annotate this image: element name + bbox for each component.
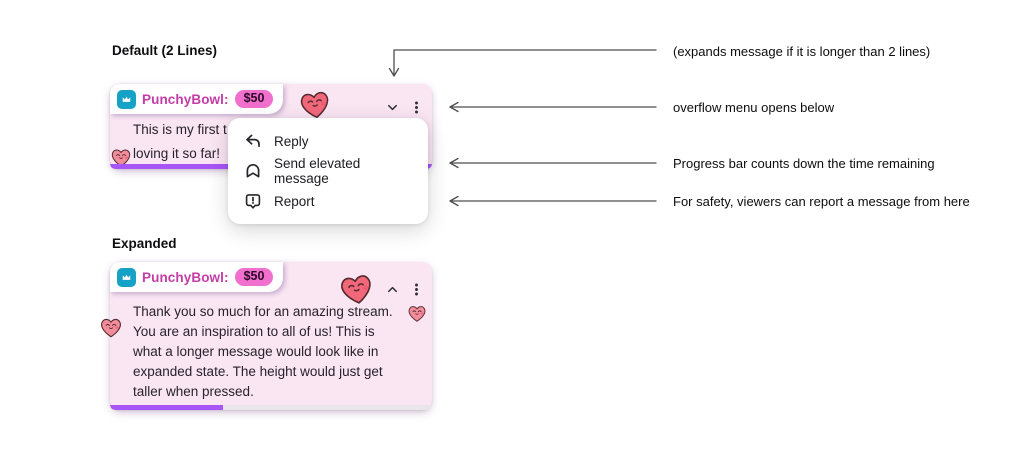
reply-icon <box>246 134 260 148</box>
chevron-up-icon <box>387 286 397 292</box>
overflow-menu: Reply Send elevated message Report <box>228 118 428 224</box>
amount-badge: $50 <box>234 267 274 287</box>
overflow-menu-button[interactable] <box>406 97 426 117</box>
section-title-expanded: Expanded <box>112 236 177 251</box>
message-text: This is my first t loving it so far! <box>133 122 227 161</box>
progress-bar-fill <box>110 405 223 410</box>
annotation-overflow-note: overflow menu opens below <box>673 100 835 115</box>
heart-sticker-icon <box>101 318 121 338</box>
section-title-default: Default (2 Lines) <box>112 43 218 58</box>
menu-item-label: Reply <box>274 133 309 149</box>
report-icon <box>245 194 261 209</box>
kebab-menu-icon <box>414 101 418 113</box>
sender-chip: PunchyBowl: $50 <box>110 262 283 292</box>
sender-name: PunchyBowl: <box>142 91 229 107</box>
sender-chip: PunchyBowl: $50 <box>110 84 283 114</box>
sender-name: PunchyBowl: <box>142 269 229 285</box>
elevated-crown-icon <box>117 267 136 287</box>
crown-outline-icon <box>246 163 260 178</box>
menu-item-label: Report <box>274 193 315 209</box>
heart-sticker-icon <box>408 306 426 322</box>
annotation-expand-note: (expands message if it is longer than 2 … <box>673 44 931 59</box>
elevated-crown-icon <box>117 89 136 109</box>
menu-item-send-elevated[interactable]: Send elevated message <box>228 156 428 186</box>
elevated-message-card-expanded: PunchyBowl: $50 Thank you so much for an… <box>101 262 432 410</box>
overflow-menu-button[interactable] <box>406 279 426 299</box>
chevron-down-icon <box>387 104 397 110</box>
kebab-menu-icon <box>414 283 418 295</box>
annotation-progress-note: Progress bar counts down the time remain… <box>673 156 935 171</box>
message-text: Thank you so much for an amazing stream.… <box>133 304 393 399</box>
collapse-chevron-up-button[interactable] <box>382 279 402 299</box>
amount-badge: $50 <box>234 89 274 109</box>
menu-item-reply[interactable]: Reply <box>228 126 428 156</box>
menu-item-label: Send elevated message <box>274 156 361 186</box>
annotation-report-note: For safety, viewers can report a message… <box>673 194 970 209</box>
progress-bar <box>110 405 432 410</box>
expand-chevron-down-button[interactable] <box>382 97 402 117</box>
menu-item-report[interactable]: Report <box>228 186 428 216</box>
